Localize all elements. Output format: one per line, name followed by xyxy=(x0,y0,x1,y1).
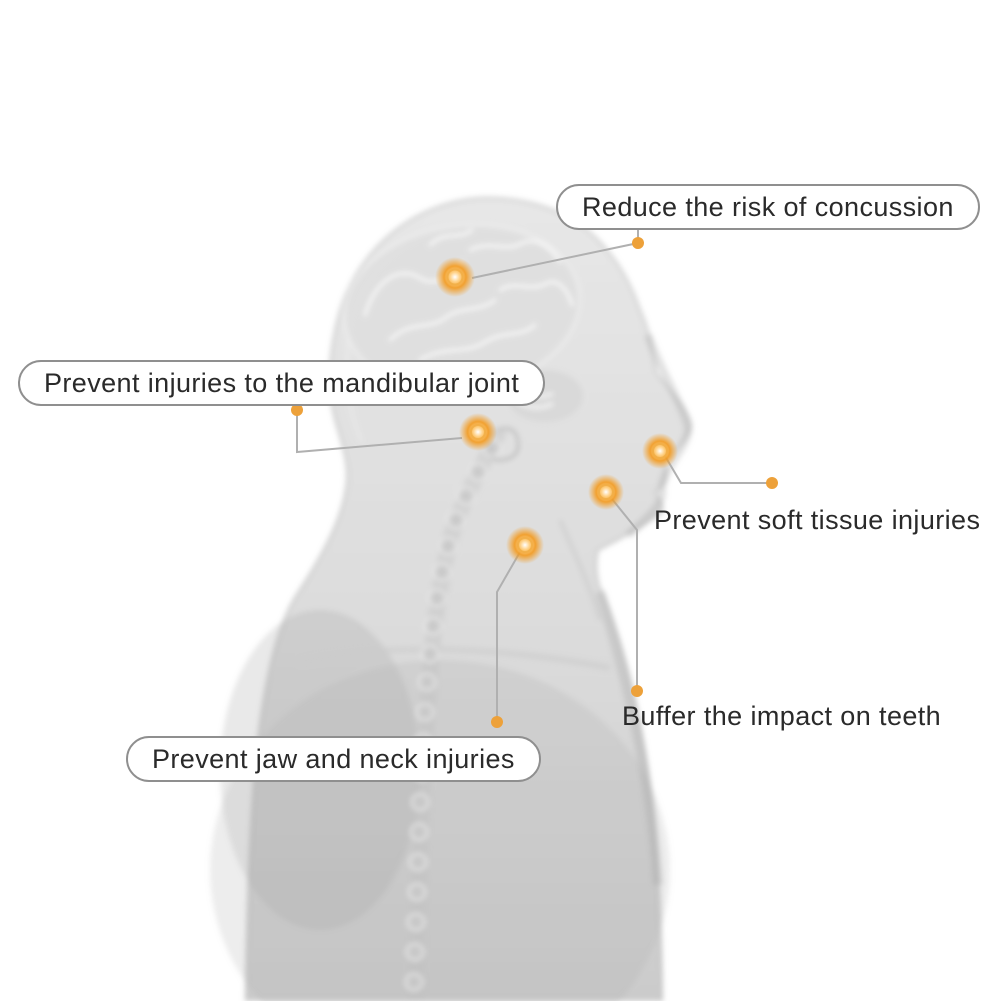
connector-mandibular xyxy=(296,404,463,454)
dot-jaw-neck xyxy=(491,716,503,728)
chest-front-shading xyxy=(595,590,663,886)
collarbone-line xyxy=(299,646,611,671)
glow-upper-lip xyxy=(642,433,678,469)
callout-label-soft-tissue: Prevent soft tissue injuries xyxy=(654,505,981,535)
face-shading xyxy=(625,333,692,538)
glow-neck xyxy=(506,526,544,564)
callout-label-jaw-neck: Prevent jaw and neck injuries xyxy=(126,736,541,783)
connector-jaw-neck xyxy=(496,551,521,718)
body-silhouette xyxy=(210,196,693,1001)
dot-soft-tissue xyxy=(766,477,778,489)
connector-soft-tissue xyxy=(664,455,771,484)
connector-teeth xyxy=(611,498,638,694)
brain-folds xyxy=(363,228,574,409)
callout-label-concussion: Reduce the risk of concussion xyxy=(556,184,980,231)
connector-dots xyxy=(291,237,778,728)
callout-label-mandibular-joint: Prevent injuries to the mandibular joint xyxy=(18,360,546,407)
callout-label-teeth: Buffer the impact on teeth xyxy=(622,701,942,731)
dot-mandibular xyxy=(291,404,303,416)
highlight-glows xyxy=(435,257,678,564)
dot-concussion xyxy=(632,237,644,249)
glow-brain xyxy=(435,257,475,297)
neck-front-line xyxy=(558,519,602,621)
glow-teeth-jaw xyxy=(588,474,624,510)
dot-teeth xyxy=(631,685,643,697)
glow-mandibular-joint xyxy=(459,413,497,451)
